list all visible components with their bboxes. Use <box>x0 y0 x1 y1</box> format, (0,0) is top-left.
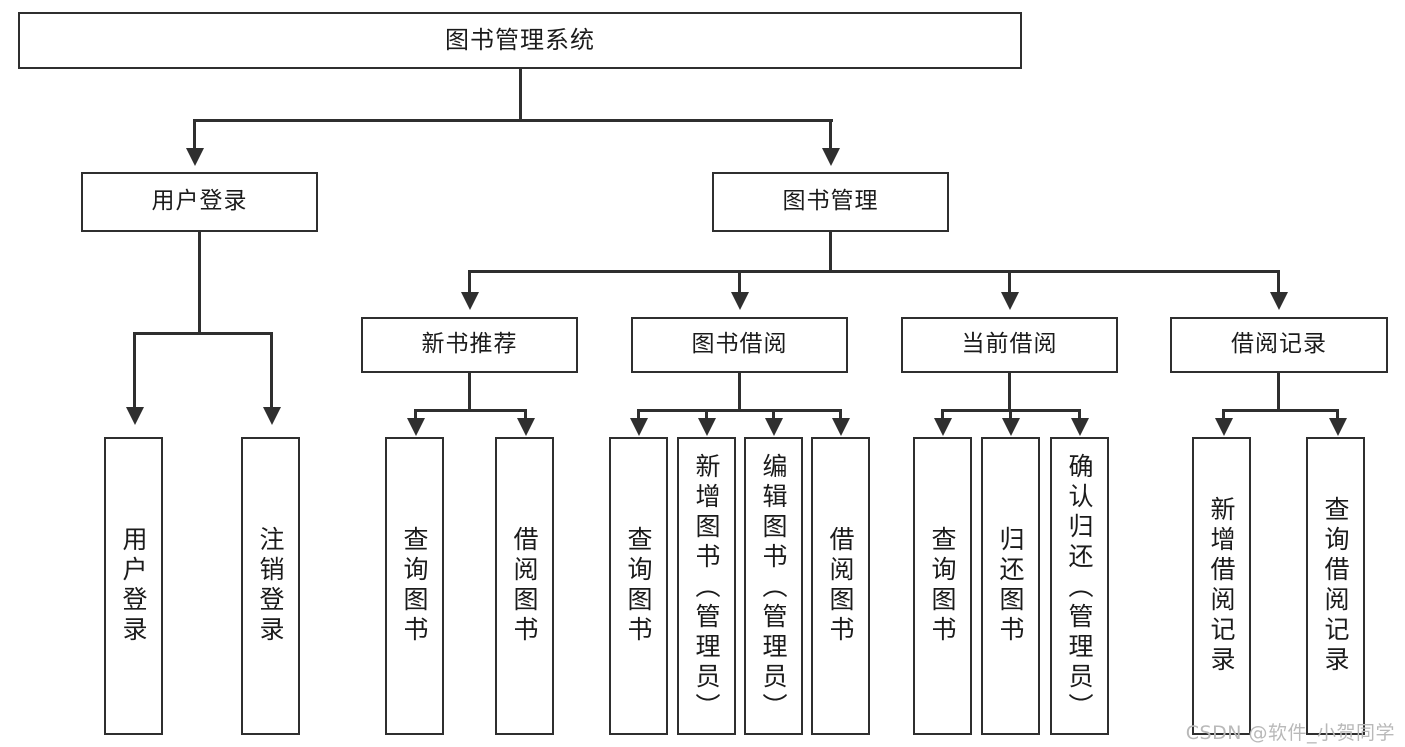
connector-borrow-record-drop-2 <box>1336 409 1339 421</box>
node-book-borrow[interactable]: 图书借阅 <box>631 317 848 373</box>
node-leaf-query-record[interactable]: 查询借阅记录 <box>1306 437 1365 735</box>
arrowhead-to-book-manage <box>822 148 840 166</box>
node-label: 用户登录 <box>119 526 148 646</box>
node-label: 注销登录 <box>256 526 285 646</box>
connector-book-manage-stem <box>829 232 832 272</box>
connector-new-book-bus <box>414 409 527 412</box>
arrowhead-leaf-user-login <box>126 407 144 425</box>
node-label: 查询借阅记录 <box>1321 496 1350 676</box>
connector-borrow-record-bus <box>1222 409 1339 412</box>
arrowhead-to-new-book-recommend <box>461 292 479 310</box>
arrowhead-leaf-logout-login <box>263 407 281 425</box>
arrowhead-to-current-borrow <box>1001 292 1019 310</box>
connector-to-user-login <box>193 119 196 150</box>
connector-current-borrow-drop-3 <box>1078 409 1081 421</box>
node-leaf-query-book-2[interactable]: 查询图书 <box>609 437 668 735</box>
node-leaf-borrow-book-1[interactable]: 借阅图书 <box>495 437 554 735</box>
connector-to-borrow-record <box>1277 270 1280 294</box>
node-label: 新书推荐 <box>421 331 518 358</box>
connector-to-book-manage <box>829 119 832 150</box>
connector-root-bus <box>194 119 833 122</box>
node-label: 借阅记录 <box>1231 331 1327 358</box>
arrowhead-leaf-add-book <box>698 418 716 436</box>
connector-user-login-bus <box>133 332 273 335</box>
node-label: 确认归还（管理员） <box>1065 453 1094 723</box>
node-label: 查询图书 <box>400 526 429 646</box>
node-leaf-borrow-book-2[interactable]: 借阅图书 <box>811 437 870 735</box>
node-leaf-return-book[interactable]: 归还图书 <box>981 437 1040 735</box>
arrowhead-leaf-query-book-1 <box>407 418 425 436</box>
connector-current-borrow-drop-1 <box>941 409 944 421</box>
arrowhead-leaf-edit-book <box>765 418 783 436</box>
connector-borrow-record-drop-1 <box>1222 409 1225 421</box>
node-label: 用户登录 <box>151 188 248 215</box>
node-label: 查询图书 <box>928 526 957 646</box>
connector-current-borrow-stem <box>1008 373 1011 411</box>
node-leaf-confirm-return[interactable]: 确认归还（管理员） <box>1050 437 1109 735</box>
node-book-manage[interactable]: 图书管理 <box>712 172 949 232</box>
connector-new-book-drop-1 <box>414 409 417 421</box>
connector-book-borrow-drop-1 <box>637 409 640 421</box>
node-new-book-recommend[interactable]: 新书推荐 <box>361 317 578 373</box>
connector-user-login-left-drop <box>133 332 136 409</box>
connector-book-borrow-stem <box>738 373 741 411</box>
connector-new-book-stem <box>468 373 471 411</box>
node-label: 图书管理系统 <box>445 26 595 55</box>
connector-to-current-borrow <box>1008 270 1011 294</box>
csdn-watermark: CSDN @软件_小贺同学 <box>1185 722 1395 744</box>
arrowhead-leaf-return-book <box>1002 418 1020 436</box>
arrowhead-to-borrow-record <box>1270 292 1288 310</box>
node-label: 新增图书（管理员） <box>692 453 721 723</box>
node-label: 借阅图书 <box>510 526 539 646</box>
node-label: 归还图书 <box>996 526 1025 646</box>
arrowhead-leaf-add-record <box>1215 418 1233 436</box>
arrowhead-leaf-query-book-2 <box>630 418 648 436</box>
node-label: 查询图书 <box>624 526 653 646</box>
connector-book-borrow-drop-4 <box>839 409 842 421</box>
node-leaf-query-book-1[interactable]: 查询图书 <box>385 437 444 735</box>
node-leaf-add-book[interactable]: 新增图书（管理员） <box>677 437 736 735</box>
node-borrow-record[interactable]: 借阅记录 <box>1170 317 1388 373</box>
node-user-login[interactable]: 用户登录 <box>81 172 318 232</box>
node-label: 新增借阅记录 <box>1207 496 1236 676</box>
arrowhead-leaf-borrow-book-1 <box>517 418 535 436</box>
node-label: 借阅图书 <box>826 526 855 646</box>
node-root-system[interactable]: 图书管理系统 <box>18 12 1022 69</box>
connector-current-borrow-drop-2 <box>1009 409 1012 421</box>
connector-user-login-stem <box>198 232 201 334</box>
connector-borrow-record-stem <box>1277 373 1280 411</box>
connector-root-stem <box>519 69 522 120</box>
arrowhead-to-user-login <box>186 148 204 166</box>
connector-book-borrow-drop-2 <box>705 409 708 421</box>
arrowhead-leaf-confirm-return <box>1071 418 1089 436</box>
connector-new-book-drop-2 <box>524 409 527 421</box>
node-label: 编辑图书（管理员） <box>759 453 788 723</box>
arrowhead-to-book-borrow <box>731 292 749 310</box>
arrowhead-leaf-borrow-book-2 <box>832 418 850 436</box>
node-current-borrow[interactable]: 当前借阅 <box>901 317 1118 373</box>
connector-to-book-borrow <box>738 270 741 294</box>
node-leaf-query-book-3[interactable]: 查询图书 <box>913 437 972 735</box>
arrowhead-leaf-query-record <box>1329 418 1347 436</box>
node-leaf-edit-book[interactable]: 编辑图书（管理员） <box>744 437 803 735</box>
connector-book-borrow-drop-3 <box>772 409 775 421</box>
arrowhead-leaf-query-book-3 <box>934 418 952 436</box>
connector-book-borrow-bus <box>637 409 842 412</box>
connector-user-login-right-drop <box>270 332 273 409</box>
connector-to-new-book-recommend <box>468 270 471 294</box>
connector-book-manage-bus <box>468 270 1280 273</box>
node-leaf-logout-login[interactable]: 注销登录 <box>241 437 300 735</box>
node-leaf-add-record[interactable]: 新增借阅记录 <box>1192 437 1251 735</box>
node-label: 图书借阅 <box>691 331 788 358</box>
node-leaf-user-login[interactable]: 用户登录 <box>104 437 163 735</box>
node-label: 图书管理 <box>782 188 879 215</box>
node-label: 当前借阅 <box>961 331 1058 358</box>
